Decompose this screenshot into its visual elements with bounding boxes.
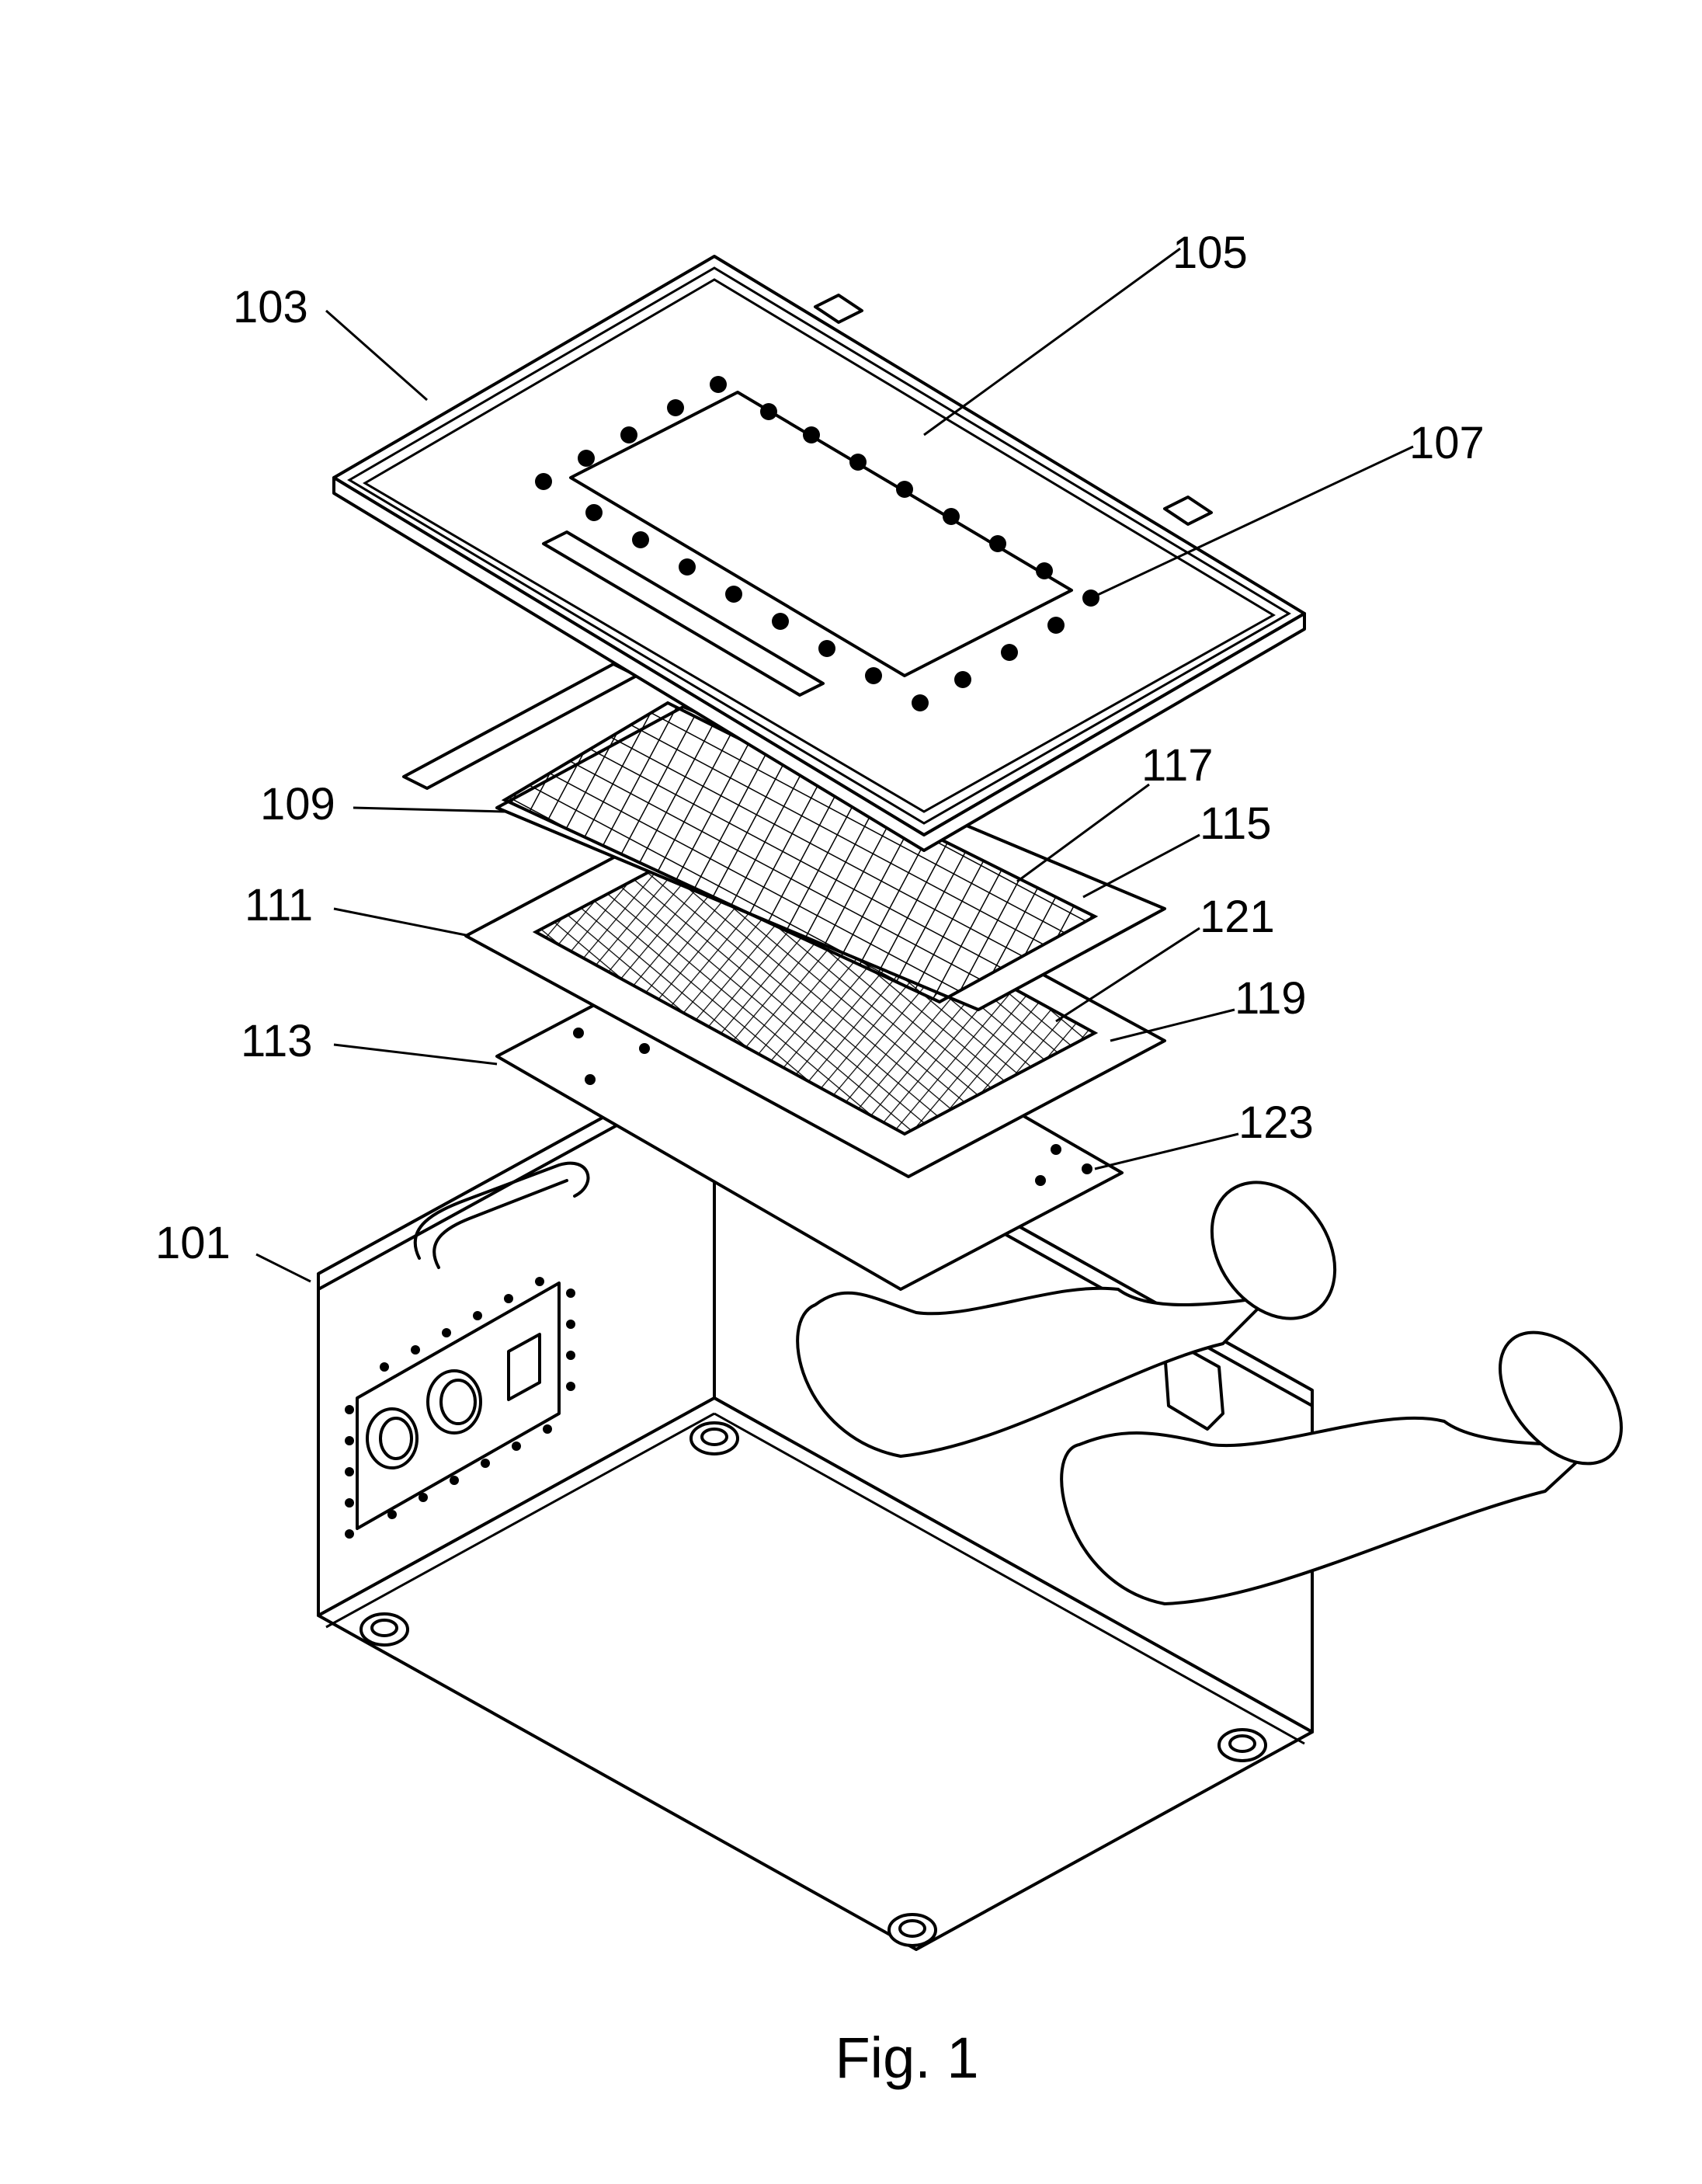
foot-front-left	[361, 1614, 408, 1645]
label-113: 113	[241, 1016, 312, 1066]
label-115: 115	[1200, 798, 1271, 849]
label-121: 121	[1200, 892, 1275, 942]
foot-center	[691, 1423, 738, 1454]
label-103: 103	[233, 282, 308, 332]
label-123: 123	[1238, 1097, 1314, 1148]
figure-caption: Fig. 1	[835, 2026, 978, 2090]
label-107: 107	[1409, 418, 1485, 468]
label-111: 111	[245, 880, 313, 930]
label-105: 105	[1172, 228, 1248, 278]
label-117: 117	[1141, 740, 1213, 791]
foot-front-right	[889, 1914, 936, 1946]
foot-back-right	[1219, 1730, 1266, 1761]
label-109: 109	[260, 779, 335, 829]
label-119: 119	[1235, 973, 1306, 1024]
label-101: 101	[155, 1218, 231, 1268]
